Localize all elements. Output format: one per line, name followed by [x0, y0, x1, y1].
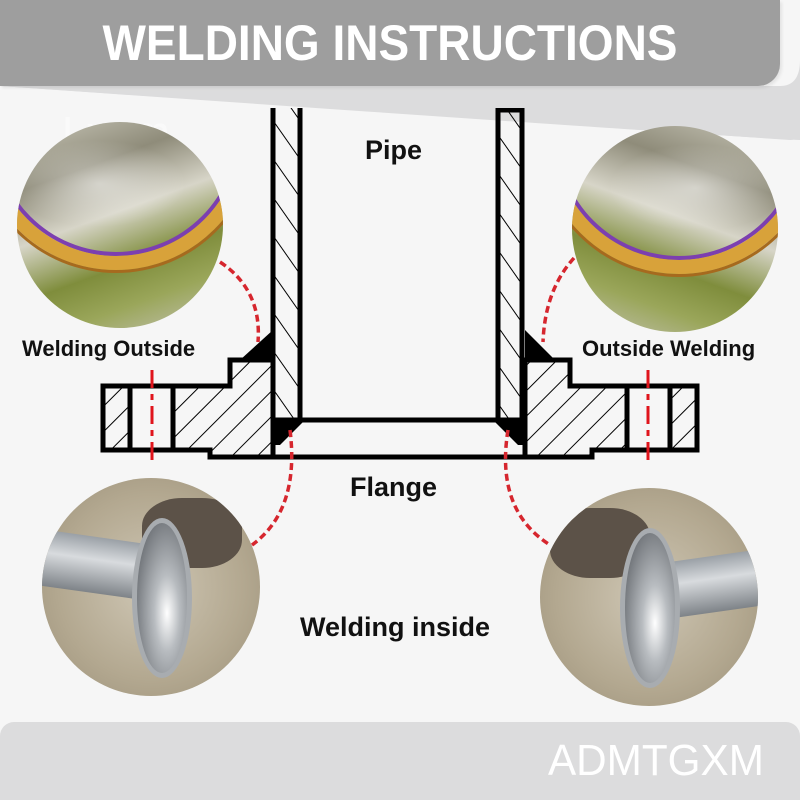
photo-inside-weld-right: [540, 488, 758, 706]
label-flange: Flange: [350, 472, 438, 502]
label-welding-inside: Welding inside: [300, 612, 491, 642]
leader-inside-left: [250, 429, 294, 547]
leader-outside-right: [541, 256, 576, 343]
weld-outside-left: [240, 330, 273, 360]
leader-outside-left: [219, 260, 261, 343]
photo-inside-weld-left: [42, 478, 260, 696]
photo-outside-weld-left: [17, 122, 223, 328]
title-bar: [0, 0, 780, 86]
label-outside-welding: Outside Welding: [582, 336, 756, 361]
brand-name: ADMTGXM: [548, 736, 764, 785]
leader-inside-right: [503, 429, 551, 547]
header-backdrop: [0, 60, 800, 140]
page-title: WELDING INSTRUCTIONS: [102, 15, 678, 71]
label-welding-outside: Welding Outside: [22, 336, 196, 361]
pipe-wall-left: [270, 108, 303, 423]
label-pipe: Pipe: [365, 135, 423, 165]
footer-bar: [0, 722, 800, 800]
pipe-wall-right: [495, 108, 525, 423]
weld-outside-right: [525, 330, 555, 360]
